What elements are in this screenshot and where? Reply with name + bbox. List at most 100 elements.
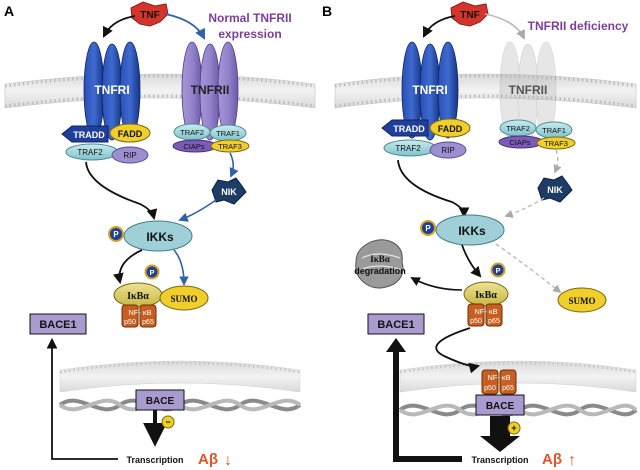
tnfri-label-b: TNFRI	[412, 83, 447, 97]
caption-a-line2: expression	[218, 27, 281, 41]
ikks-to-sumo-arrow-b	[495, 243, 562, 294]
transcription-to-bace1-arrow-b	[393, 350, 462, 462]
transcription-to-bace1-arrow-a	[46, 337, 118, 460]
panel-a: A TNF Normal TNFRII expression TNFRI	[4, 1, 316, 469]
traf3-label-a: TRAF3	[218, 142, 242, 151]
proteasome-icon-b	[355, 239, 404, 289]
plus-sign-b: +	[511, 423, 516, 433]
caption-a-line1: Normal TNFRII	[208, 11, 291, 25]
nfkb-label-a: NF- κB	[128, 308, 151, 317]
nik-b: NIK	[537, 175, 573, 203]
p50-label-a: p50	[124, 319, 136, 326]
traf2-right-label-a: TRAF2	[180, 128, 204, 137]
tnfri-to-ikks-arrow-b	[397, 159, 470, 219]
plasma-membrane-a	[4, 73, 316, 109]
sumo-label-a: SUMO	[171, 294, 198, 304]
tradd-label-b: TRADD	[393, 124, 425, 134]
nfkb-label-b: NF- κB	[474, 307, 497, 316]
tnf-ligand-a: TNF	[130, 1, 169, 27]
traf2-right-label-b: TRAF2	[506, 124, 530, 133]
ikks-phospho-a: P	[113, 230, 119, 239]
traf3-label-b: TRAF3	[544, 139, 568, 148]
rip-label-a: RIP	[123, 151, 136, 160]
tnf-ligand-b: TNF	[450, 1, 489, 27]
nfkb-translocation-arrow-b	[435, 327, 481, 374]
bace1-box-b: BACE1	[367, 313, 425, 335]
abeta-up-arrow-b: ↑	[568, 452, 576, 469]
ikks-to-ikba-arrow-b	[461, 244, 482, 278]
fadd-label-a: FADD	[118, 129, 143, 139]
nuclear-nfkb-label-b: NF- κB	[487, 373, 510, 382]
ciaps-label-b: CIAPs	[509, 138, 531, 147]
bace-label-b: BACE	[486, 401, 515, 412]
ikba-phospho-b: P	[495, 266, 500, 275]
traf3-to-nik-arrow-a	[229, 152, 239, 178]
nfkb-complex-a: IκBα P SUMO NF- κB p50 p65	[113, 264, 209, 328]
nuclear-membrane-a	[59, 360, 301, 393]
nuclear-nfkb-b: NF- κB p50 p65	[481, 369, 517, 395]
nuclear-p65-label-b: p65	[502, 385, 514, 392]
tnf-to-tnfri-arrow-a	[103, 15, 136, 38]
nuclear-p50-label-b: p50	[484, 385, 496, 392]
tnfrii-receptor-b-faded	[499, 41, 557, 141]
ikks-phospho-b: P	[425, 224, 431, 233]
rip-label-b: RIP	[441, 146, 454, 155]
tnfri-label-a: TNFRI	[94, 83, 129, 97]
sumo-label-b: SUMO	[569, 296, 596, 306]
panel-b: B TNF TNFRII deficiency TNFRI TNFRII	[322, 1, 638, 469]
nik-label-a: NIK	[221, 187, 237, 197]
ikba-to-degradation-arrow-b	[410, 277, 463, 291]
ikks-to-ikba-arrow-a	[113, 249, 143, 285]
transcription-label-b: Transcription	[471, 455, 528, 465]
p50-label-b: p50	[470, 318, 482, 325]
tnfrii-adaptor-complex-a: TRAF2 TRAF1 CIAPs TRAF3	[172, 123, 250, 153]
tnfri-adaptor-complex-a: TRADD FADD TRAF2 RIP	[61, 123, 151, 164]
bace-label-a: BACE	[146, 396, 175, 407]
ciaps-label-a: CIAPs	[183, 142, 205, 151]
ikba-label-b: IκBα	[475, 290, 497, 301]
bace1-box-a: BACE1	[29, 313, 87, 335]
ikba-phospho-a: P	[149, 268, 154, 277]
traf1-label-b: TRAF1	[542, 126, 566, 135]
tnfrii-label-a: TNFRII	[191, 83, 230, 97]
degradation-label-line1-b: IκBα	[370, 254, 390, 264]
tnf-label-b: TNF	[460, 10, 479, 21]
ikks-label-a: IKKs	[146, 230, 174, 244]
bace1-label-a: BACE1	[39, 319, 76, 331]
tnfri-to-ikks-arrow-a	[85, 161, 158, 221]
traf3-to-nik-arrow-b	[553, 149, 562, 174]
tnf-to-tnfrii-arrow-a	[164, 13, 205, 40]
tnf-label-a: TNF	[140, 10, 159, 21]
ikks-b: IKKs P	[420, 214, 505, 246]
degradation-label-line2-b: degradation	[354, 266, 406, 276]
minus-sign-a: −	[165, 417, 170, 427]
nik-label-b: NIK	[547, 185, 563, 195]
abeta-label-b: Aβ	[542, 451, 562, 468]
transcription-label-a: Transcription	[126, 455, 183, 465]
tnfri-receptor-b: TNFRI	[401, 41, 459, 141]
bace-gene-box-b: BACE	[475, 394, 525, 416]
nuclear-membrane-b	[399, 360, 637, 393]
nik-to-ikks-arrow-b	[504, 197, 545, 218]
p65-label-b: p65	[488, 318, 500, 325]
nfkb-complex-b: IκBα P NF- κB p50 p65	[463, 262, 509, 327]
tnfrii-label-b: TNFRII	[509, 83, 548, 97]
nik-to-ikks-arrow-a	[178, 199, 217, 222]
ikks-to-sumo-arrow-a	[173, 249, 189, 286]
traf1-label-a: TRAF1	[216, 129, 240, 138]
caption-b: TNFRII deficiency	[528, 19, 629, 33]
plasma-membrane-b	[334, 73, 637, 109]
traf2-left-label-b: TRAF2	[395, 144, 421, 153]
tnfri-receptor-a: TNFRI	[83, 41, 141, 141]
tnf-to-tnfrii-arrow-b	[484, 13, 525, 40]
bace1-label-b: BACE1	[377, 319, 414, 331]
panel-b-letter: B	[322, 3, 332, 19]
sumo-b: SUMO	[557, 287, 607, 313]
tnf-to-tnfri-arrow-b	[423, 15, 456, 38]
panel-a-letter: A	[4, 3, 14, 19]
nik-a: NIK	[211, 177, 247, 205]
bace1-up-arrowhead-b	[386, 338, 406, 352]
abeta-down-arrow-a: ↓	[224, 452, 232, 469]
tnfrii-adaptor-complex-b: TRAF2 TRAF1 CIAPs TRAF3	[498, 119, 576, 150]
